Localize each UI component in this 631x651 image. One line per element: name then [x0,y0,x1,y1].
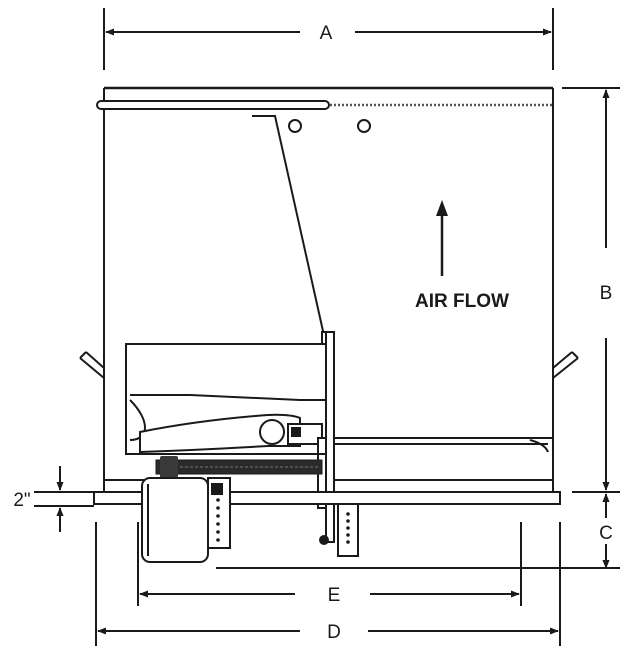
dimension-clearance-label: 2" [13,490,30,511]
dimension-c-label: C [599,523,613,544]
drive-belt [155,456,323,478]
dimension-b-label: B [600,283,613,304]
motor-bolt-pattern [216,498,220,542]
fan-wheel [125,343,327,455]
dimension-a-label: A [320,23,333,44]
air-flow-arrow [436,200,448,276]
dimension-e [137,522,522,606]
air-flow-label: AIR FLOW [415,291,509,312]
motor [141,477,231,563]
adjustment-bracket [319,503,359,557]
dimension-a [103,8,554,70]
bracket-bolt-pattern [346,512,350,544]
dimension-e-label: E [328,585,341,606]
dimension-b [562,87,620,493]
mounting-hole [357,119,371,133]
mounting-hole [288,119,302,133]
dimension-c [216,493,620,569]
inlet-ring [126,437,553,455]
dimension-clearance [34,466,94,532]
dimension-d-label: D [327,622,341,643]
damper-linkage [252,115,331,347]
fan-housing [79,86,579,492]
damper-rod [96,100,553,110]
dimension-d [95,522,561,646]
